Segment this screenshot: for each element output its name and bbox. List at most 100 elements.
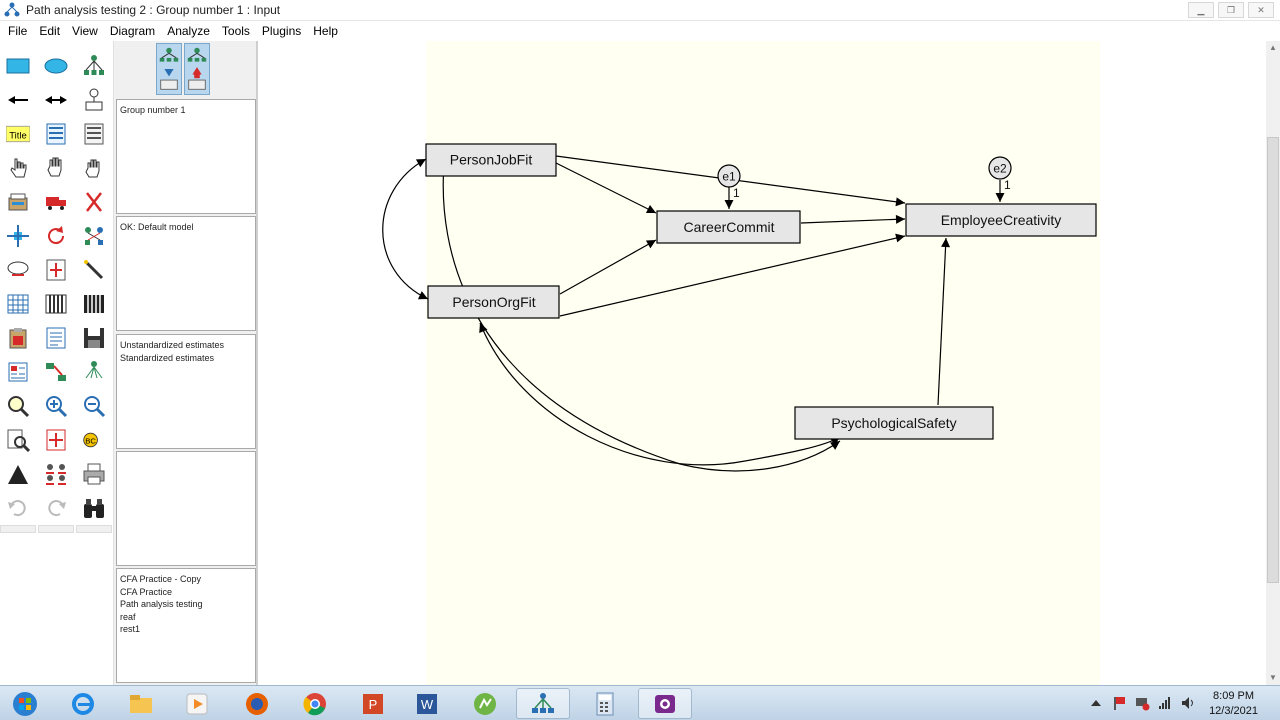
file-item[interactable]: reaf <box>120 611 136 622</box>
draw-path-tool[interactable] <box>4 86 32 114</box>
zoom-in-tool[interactable] <box>42 392 70 420</box>
estimate-item-standardized[interactable]: Standardized estimates <box>120 352 215 363</box>
save-diagram-tool[interactable] <box>80 324 108 352</box>
toolbox-scroll-left[interactable] <box>0 525 36 533</box>
list-variables-in-dataset-tool[interactable] <box>80 120 108 148</box>
path-ps-to-ec[interactable] <box>937 237 951 406</box>
specification-search-tool[interactable] <box>80 494 108 522</box>
error-term-e1[interactable] <box>717 164 741 188</box>
menu-plugins[interactable]: Plugins <box>261 24 302 38</box>
reflect-indicators-tool[interactable] <box>80 222 108 250</box>
path-pof-to-ec[interactable] <box>559 233 906 317</box>
observed-variable-employee-creativity[interactable] <box>905 203 1097 237</box>
scroll-thumb[interactable] <box>1267 137 1279 583</box>
group-item[interactable]: Group number 1 <box>120 105 186 115</box>
volume-icon[interactable] <box>1180 695 1196 711</box>
file-item[interactable]: CFA Practice <box>120 586 173 597</box>
taskbar-word[interactable]: W <box>400 688 454 719</box>
menu-edit[interactable]: Edit <box>39 24 61 38</box>
security-flag-icon[interactable] <box>1111 695 1127 711</box>
drag-properties-tool[interactable] <box>42 358 70 386</box>
add-unique-variable-tool[interactable] <box>80 86 108 114</box>
taskbar-spss[interactable] <box>458 688 512 719</box>
path-cc-to-ec[interactable] <box>800 214 906 224</box>
observed-variable-psychological-safety[interactable] <box>794 406 994 440</box>
file-item[interactable]: CFA Practice - Copy <box>120 574 202 584</box>
loupe-tool[interactable]: BC <box>80 426 108 454</box>
diagram-canvas[interactable]: PersonJobFit PersonOrgFit CareerCommit E… <box>260 41 1266 685</box>
network-signal-icon[interactable] <box>1157 695 1173 711</box>
copy-object-tool[interactable] <box>4 188 32 216</box>
draw-covariance-tool[interactable] <box>42 86 70 114</box>
menu-file[interactable]: File <box>8 24 28 38</box>
draw-latent-indicator-tool[interactable] <box>80 52 108 80</box>
taskbar-firefox[interactable] <box>230 688 284 719</box>
toolbox-scroll-middle[interactable] <box>38 525 74 533</box>
minimize-button[interactable]: ▁ <box>1188 2 1214 18</box>
zoom-in-area-tool[interactable] <box>4 392 32 420</box>
system-clock[interactable]: 8:09 PM 12/3/2021 <box>1209 689 1258 719</box>
taskbar-calculator[interactable] <box>578 688 632 719</box>
start-button[interactable] <box>0 688 50 719</box>
select-all-tool[interactable] <box>42 154 70 182</box>
draw-observed-variable-tool[interactable] <box>4 52 32 80</box>
select-data-files-tool[interactable] <box>4 290 32 318</box>
toolbox-scroll-right[interactable] <box>76 525 112 533</box>
deselect-all-tool[interactable] <box>80 154 108 182</box>
zoom-out-tool[interactable] <box>80 392 108 420</box>
taskbar-powerpoint[interactable]: P <box>346 688 400 719</box>
view-text-output-tool[interactable] <box>42 324 70 352</box>
move-object-tool[interactable] <box>42 188 70 216</box>
calculate-estimates-tool[interactable] <box>80 290 108 318</box>
covariance-pof-ps[interactable] <box>479 322 841 466</box>
error-term-e2[interactable] <box>988 156 1012 180</box>
menu-view[interactable]: View <box>72 24 98 38</box>
analysis-properties-tool[interactable] <box>42 290 70 318</box>
scroll-diagram-tool[interactable] <box>42 256 70 284</box>
taskbar-camtasia[interactable] <box>638 688 692 719</box>
menu-help[interactable]: Help <box>313 24 338 38</box>
file-item[interactable]: rest1 <box>120 624 141 634</box>
menu-analyze[interactable]: Analyze <box>167 24 210 38</box>
scroll-up-arrow[interactable]: ▲ <box>1269 43 1277 52</box>
fit-to-page-tool[interactable] <box>42 426 70 454</box>
close-button[interactable]: ✕ <box>1248 2 1274 18</box>
multiple-group-tool[interactable] <box>42 460 70 488</box>
title-tool[interactable]: Title <box>4 120 32 148</box>
redo-tool[interactable] <box>42 494 70 522</box>
taskbar-media-player[interactable] <box>170 688 224 719</box>
show-hidden-icons-icon[interactable] <box>1088 695 1104 711</box>
covariance-pjf-pof[interactable] <box>382 158 429 300</box>
observed-variable-person-job-fit[interactable] <box>425 143 557 177</box>
change-shape-tool[interactable] <box>4 222 32 250</box>
select-one-tool[interactable] <box>4 154 32 182</box>
touch-up-variable-tool[interactable] <box>80 256 108 284</box>
draw-unobserved-variable-tool[interactable] <box>42 52 70 80</box>
observed-variable-career-commit[interactable] <box>656 210 801 244</box>
taskbar-internet-explorer[interactable] <box>56 688 110 719</box>
path-pjf-to-cc[interactable] <box>555 162 657 214</box>
degrees-of-freedom-tool[interactable] <box>4 460 32 488</box>
file-item[interactable]: Path analysis testing <box>120 599 203 609</box>
path-pof-to-cc[interactable] <box>559 239 657 295</box>
taskbar-file-explorer[interactable] <box>114 688 168 719</box>
network-error-icon[interactable] <box>1134 695 1150 711</box>
vertical-scrollbar[interactable]: ▲ ▼ <box>1266 41 1280 685</box>
observed-variable-person-org-fit[interactable] <box>427 285 560 319</box>
preserve-symmetries-tool[interactable] <box>80 358 108 386</box>
rotate-indicators-tool[interactable] <box>42 222 70 250</box>
copy-to-clipboard-tool[interactable] <box>4 324 32 352</box>
scroll-down-arrow[interactable]: ▼ <box>1269 673 1277 682</box>
view-page-tool[interactable] <box>4 426 32 454</box>
object-properties-tool[interactable] <box>4 358 32 386</box>
print-diagram-tool[interactable] <box>80 460 108 488</box>
taskbar-chrome[interactable] <box>288 688 342 719</box>
view-output-button[interactable] <box>184 43 210 95</box>
view-input-button[interactable] <box>156 43 182 95</box>
move-parameter-tool[interactable] <box>4 256 32 284</box>
model-item[interactable]: OK: Default model <box>120 222 194 232</box>
taskbar-amos[interactable] <box>516 688 570 719</box>
undo-tool[interactable] <box>4 494 32 522</box>
menu-diagram[interactable]: Diagram <box>109 24 156 38</box>
erase-object-tool[interactable] <box>80 188 108 216</box>
